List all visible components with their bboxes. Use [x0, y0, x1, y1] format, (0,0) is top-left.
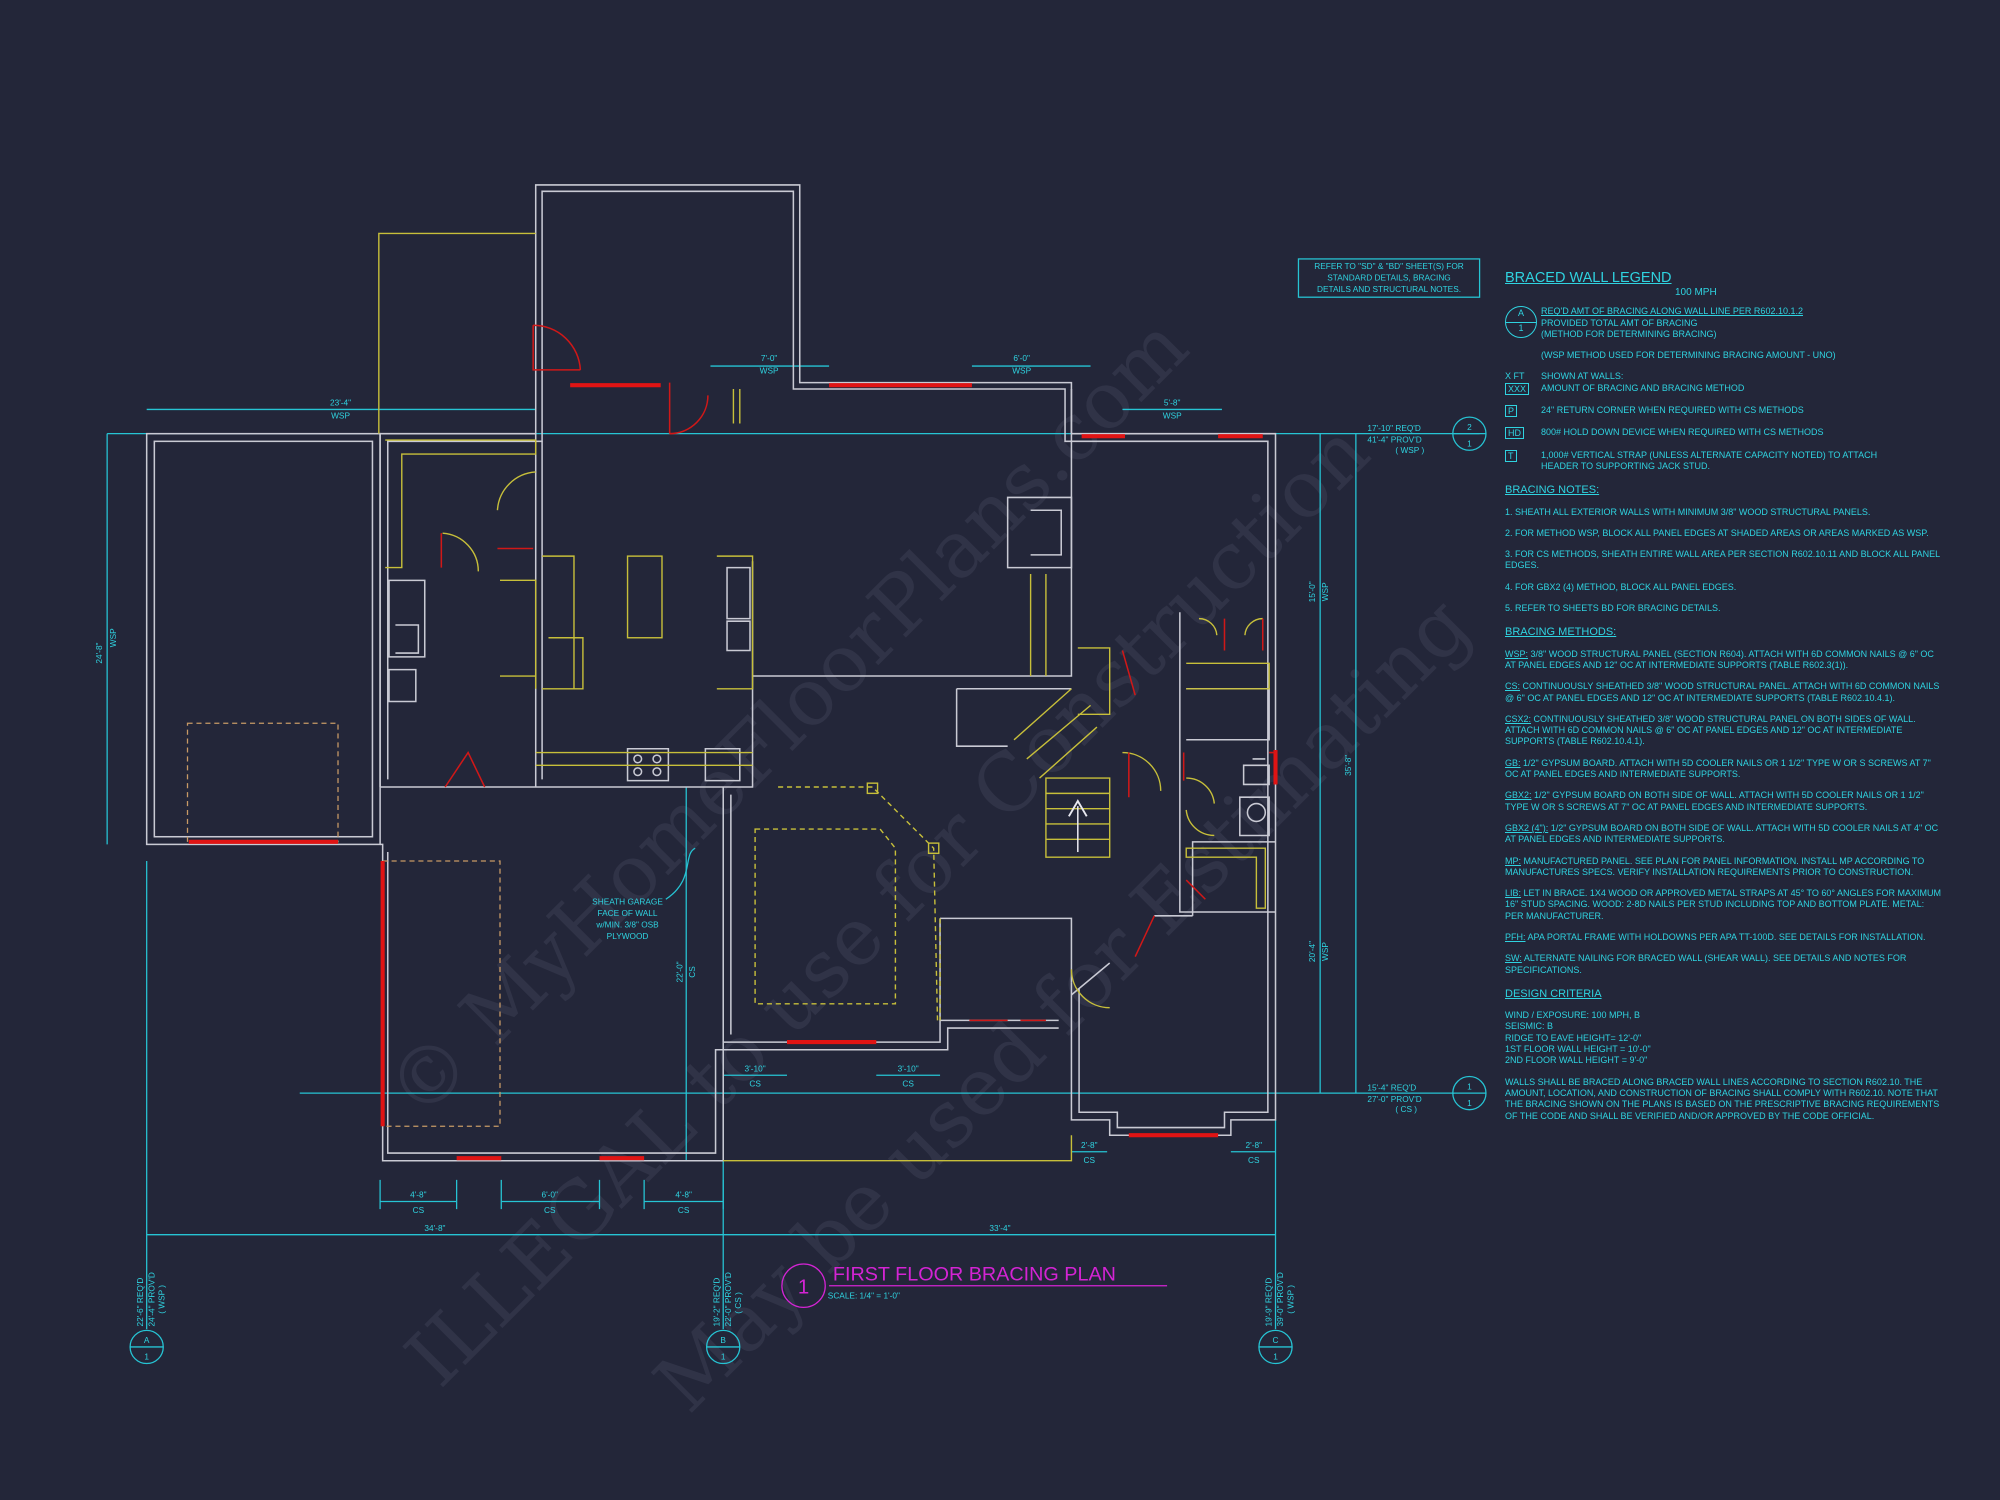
svg-text:WSP: WSP: [1012, 366, 1031, 376]
wall-line-bubble-c: C 1 19'-9" REQ'D 39'-0" PROV'D ( WSP ): [1258, 1272, 1295, 1365]
svg-text:( WSP ): ( WSP ): [1285, 1285, 1295, 1314]
garage-sheathing-note: SHEATH GARAGE FACE OF WALL w/MIN. 3/8" O…: [592, 896, 663, 940]
svg-text:33'-4": 33'-4": [989, 1223, 1010, 1233]
bracing-methods-heading: BRACING METHODS:: [1505, 626, 1617, 639]
svg-text:15'-4" REQ'D: 15'-4" REQ'D: [1367, 1083, 1416, 1093]
wsp-note: (WSP METHOD USED FOR DETERMINING BRACING…: [1541, 350, 1836, 361]
legend-title: BRACED WALL LEGEND: [1505, 270, 1672, 286]
svg-text:1: 1: [1467, 1098, 1472, 1108]
svg-text:17'-10" REQ'D: 17'-10" REQ'D: [1367, 423, 1421, 433]
svg-text:CS: CS: [413, 1205, 425, 1215]
bracing-notes-heading: BRACING NOTES:: [1505, 484, 1600, 497]
bracing-segments: [188, 324, 1278, 1161]
svg-text:CS: CS: [749, 1079, 761, 1089]
stair-up-arrow-icon: [1068, 799, 1088, 853]
svg-text:1: 1: [1467, 1081, 1472, 1091]
svg-text:1: 1: [1273, 1352, 1278, 1362]
svg-text:CS: CS: [1248, 1155, 1260, 1165]
svg-text:22'-6" REQ'D: 22'-6" REQ'D: [135, 1278, 145, 1327]
svg-text:1: 1: [721, 1352, 726, 1362]
svg-text:3'-10": 3'-10": [898, 1063, 919, 1073]
svg-text:2'-8": 2'-8": [1246, 1140, 1263, 1150]
bracing-notes: 1. SHEATH ALL EXTERIOR WALLS WITH MINIMU…: [1505, 506, 1940, 614]
svg-text:15'-0": 15'-0": [1307, 581, 1317, 602]
svg-text:WSP: WSP: [1320, 942, 1330, 961]
svg-text:WSP: WSP: [108, 628, 118, 647]
svg-text:4'-8": 4'-8": [675, 1190, 692, 1200]
refer-note-box: REFER TO "SD" & "BD" SHEET(S) FOR STANDA…: [1297, 258, 1481, 298]
amount-symbol-icon: XXX: [1505, 382, 1530, 395]
svg-text:C: C: [1273, 1335, 1279, 1345]
return-corner-icon: P: [1505, 405, 1518, 418]
svg-text:STANDARD DETAILS, BRACING: STANDARD DETAILS, BRACING: [1327, 273, 1450, 283]
svg-text:5'-8": 5'-8": [1164, 398, 1181, 408]
svg-text:6'-0": 6'-0": [541, 1190, 558, 1200]
svg-text:23'-4": 23'-4": [330, 398, 351, 408]
svg-text:35'-8": 35'-8": [1343, 755, 1353, 776]
title-text: FIRST FLOOR BRACING PLAN: [833, 1264, 1116, 1286]
svg-text:( CS ): ( CS ): [1395, 1104, 1417, 1114]
svg-text:24'-4" PROV'D: 24'-4" PROV'D: [146, 1272, 156, 1326]
svg-text:WSP: WSP: [760, 366, 779, 376]
strap-icon: T: [1505, 449, 1517, 462]
bracing-methods: WSP: 3/8" WOOD STRUCTURAL PANEL (SECTION…: [1505, 648, 1941, 975]
wall-line-bubble-b: B 1 19'-2" REQ'D 22'-0" PROV'D ( CS ): [705, 1272, 743, 1365]
svg-text:7'-0": 7'-0": [761, 353, 778, 363]
wall-line-bubble-a: A 1 22'-6" REQ'D 24'-4" PROV'D ( WSP ): [129, 1272, 167, 1365]
scale-text: SCALE: 1/4" = 1'-0": [828, 1290, 900, 1300]
svg-text:27'-0" PROV'D: 27'-0" PROV'D: [1367, 1094, 1421, 1104]
svg-text:PLYWOOD: PLYWOOD: [607, 931, 649, 941]
svg-text:1: 1: [144, 1352, 149, 1362]
svg-text:19'-2" REQ'D: 19'-2" REQ'D: [711, 1278, 721, 1327]
drawing-title: 1 FIRST FLOOR BRACING PLAN SCALE: 1/4" =…: [781, 1263, 1168, 1309]
title-number: 1: [798, 1276, 809, 1298]
design-criteria-heading: DESIGN CRITERIA: [1505, 987, 1602, 1000]
svg-text:WSP: WSP: [1320, 582, 1330, 601]
svg-text:41'-4" PROV'D: 41'-4" PROV'D: [1367, 435, 1421, 445]
svg-text:FACE OF WALL: FACE OF WALL: [598, 908, 658, 918]
svg-text:2'-8": 2'-8": [1081, 1140, 1098, 1150]
fixtures-and-casework: [186, 232, 1270, 1162]
svg-text:CS: CS: [687, 966, 697, 978]
svg-text:( WSP ): ( WSP ): [1395, 445, 1424, 455]
svg-text:CS: CS: [902, 1079, 914, 1089]
svg-text:B: B: [720, 1335, 726, 1345]
svg-text:REFER TO "SD" & "BD" SHEET(S): REFER TO "SD" & "BD" SHEET(S) FOR: [1314, 261, 1464, 271]
svg-text:( CS ): ( CS ): [733, 1292, 743, 1314]
svg-text:3'-10": 3'-10": [745, 1063, 766, 1073]
svg-text:CS: CS: [544, 1205, 556, 1215]
design-criteria: WIND / EXPOSURE: 100 MPH, B SEISMIC: B R…: [1505, 1010, 1651, 1066]
svg-text:19'-9" REQ'D: 19'-9" REQ'D: [1264, 1278, 1274, 1327]
svg-text:39'-0" PROV'D: 39'-0" PROV'D: [1275, 1272, 1285, 1326]
svg-text:WSP: WSP: [1163, 410, 1182, 420]
svg-text:24'-8": 24'-8": [94, 642, 104, 663]
svg-text:CS: CS: [678, 1205, 690, 1215]
wall-line-bubble-1: 1 1 15'-4" REQ'D 27'-0" PROV'D ( CS ): [1367, 1075, 1487, 1114]
svg-text:w/MIN. 3/8" OSB: w/MIN. 3/8" OSB: [595, 919, 659, 929]
svg-text:4'-8": 4'-8": [410, 1190, 427, 1200]
svg-text:1: 1: [1467, 438, 1472, 448]
wall-line-bubble-2: 2 1 17'-10" REQ'D 41'-4" PROV'D ( WSP ): [1367, 416, 1487, 455]
hold-down-icon: HD: [1505, 427, 1524, 440]
svg-text:DETAILS AND STRUCTURAL NOTES.: DETAILS AND STRUCTURAL NOTES.: [1317, 284, 1461, 294]
svg-text:22'-0" PROV'D: 22'-0" PROV'D: [723, 1272, 733, 1326]
svg-text:20'-4": 20'-4": [1307, 941, 1317, 962]
legend-subtitle: 100 MPH: [1675, 287, 1717, 298]
svg-text:6'-0": 6'-0": [1013, 353, 1030, 363]
svg-text:22'-0": 22'-0": [674, 961, 684, 982]
svg-text:2: 2: [1467, 422, 1472, 432]
svg-text:34'-8": 34'-8": [424, 1223, 445, 1233]
dimension-labels: 23'-4" WSP 24'-8" WSP 7'-0" WSP 6'-0" WS…: [94, 353, 1353, 1233]
svg-text:CS: CS: [1084, 1155, 1096, 1165]
svg-text:SHEATH GARAGE: SHEATH GARAGE: [592, 896, 663, 906]
design-criteria-paragraph: WALLS SHALL BE BRACED ALONG BRACED WALL …: [1505, 1076, 1940, 1121]
svg-text:( WSP ): ( WSP ): [157, 1285, 167, 1314]
svg-text:WSP: WSP: [331, 410, 350, 420]
svg-text:A: A: [144, 1335, 150, 1345]
